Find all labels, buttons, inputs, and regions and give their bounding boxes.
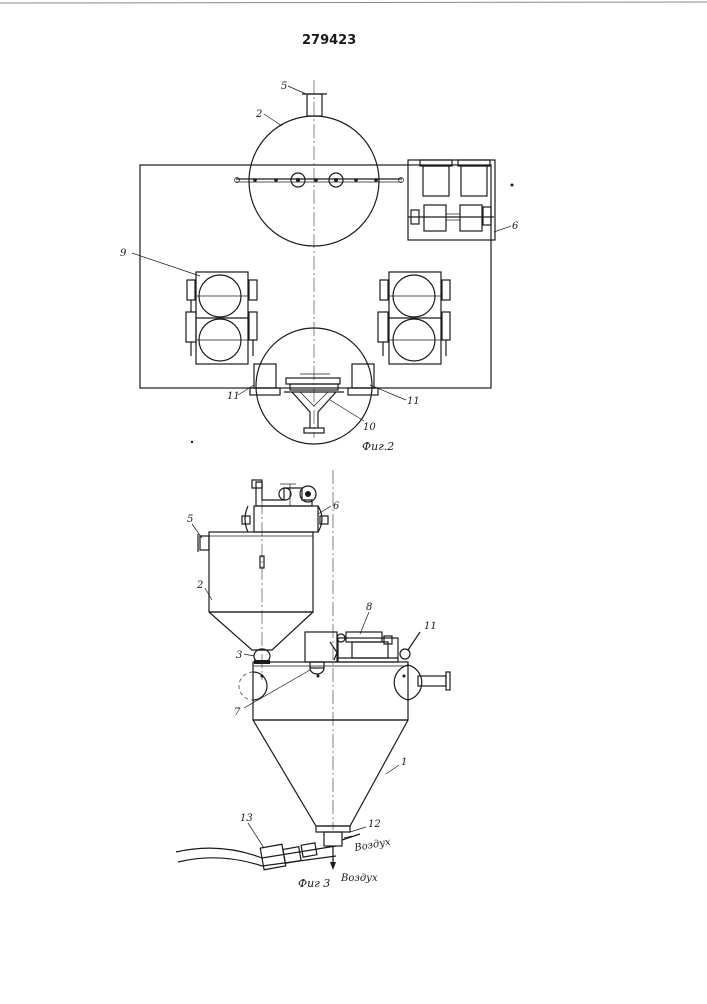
- filter-unit-right: [378, 272, 450, 364]
- shaft-bearing-left-dot: [296, 178, 300, 182]
- leader-5: [288, 86, 306, 94]
- air-label-upper: Воздух: [353, 837, 392, 854]
- label-11-right: 11: [407, 396, 420, 407]
- shaft-dot-5: [374, 178, 378, 182]
- fig3-leader-5: [192, 524, 202, 538]
- fig3-label-5: 5: [187, 514, 193, 525]
- fig3-label-6: 6: [333, 501, 340, 512]
- part-7-arc: [310, 668, 324, 674]
- transport-pipe-lower: [178, 856, 336, 866]
- fig3-label-11: 11: [424, 621, 437, 632]
- hopper-right-arc: [394, 665, 408, 700]
- shaft-dot-4: [354, 178, 358, 182]
- ink-speck: [511, 184, 514, 187]
- rivet-3: [403, 675, 406, 678]
- figure-3: 6 5 2 8 11 3 7 1 12 13 Воздух Воздух Фиг…: [176, 470, 450, 890]
- fig3-caption: Фиг 3: [298, 877, 330, 890]
- filter-unit-9: [186, 272, 257, 364]
- fig2-caption: Фиг.2: [362, 440, 394, 453]
- rivet-1: [261, 675, 264, 678]
- tank-2-body: [209, 532, 313, 612]
- feeder-12-body: [324, 832, 342, 846]
- ink-speck-2: [191, 441, 193, 443]
- leader-2: [264, 114, 282, 126]
- pipe-5: [307, 94, 322, 116]
- part-11: [400, 649, 410, 659]
- label-10: 10: [363, 422, 376, 433]
- side-box: [305, 632, 337, 662]
- shaft-dot-1: [253, 178, 257, 182]
- air-inlet-line: [342, 834, 360, 840]
- shaft-dot-3: [314, 178, 318, 182]
- fig3-label-3: 3: [236, 650, 242, 661]
- air-label-lower: Воздух: [340, 873, 378, 884]
- hopper-1-body: [253, 662, 408, 720]
- frame-outline: [140, 165, 491, 388]
- part-11-arm: [408, 632, 420, 650]
- unit-11-right-base: [348, 388, 378, 395]
- fig3-label-7: 7: [234, 707, 241, 718]
- label-11-left: 11: [227, 391, 240, 402]
- leader-9: [132, 253, 200, 276]
- part-7: [310, 662, 324, 668]
- fig3-pipe-5: [200, 536, 209, 550]
- fig3-label-1: 1: [401, 757, 407, 768]
- leader-11-right: [370, 385, 406, 400]
- shaft-dot-2: [274, 178, 278, 182]
- label-2: 2: [255, 109, 262, 120]
- hopper-right-arc-outer: [408, 665, 422, 700]
- shaft-bearing-right-dot: [334, 178, 338, 182]
- fig3-leader-3: [244, 654, 254, 656]
- scan-edge: [0, 2, 707, 3]
- figure-2: 5 2 6 9 11 11 10 Фиг.2: [120, 80, 519, 453]
- outlet-flange: [446, 672, 450, 690]
- fig3-label-12: 12: [368, 819, 381, 830]
- branch-pipe-10: [284, 374, 344, 433]
- fig3-label-8: 8: [366, 602, 372, 613]
- leader-6: [494, 226, 511, 232]
- fig3-label-2: 2: [196, 580, 203, 591]
- patent-number: 279423: [302, 33, 356, 48]
- hopper-1-cone: [253, 720, 408, 826]
- rivet-2: [317, 675, 320, 678]
- unit-11-left-base: [250, 388, 280, 395]
- label-6: 6: [512, 221, 519, 232]
- air-lower-arrow: [330, 862, 336, 870]
- fig3-leader-7: [244, 670, 310, 708]
- tank-2-cone: [209, 612, 313, 650]
- transport-pipe-upper: [176, 846, 336, 858]
- label-5: 5: [281, 81, 287, 92]
- fig3-leader-1: [386, 765, 399, 774]
- leader-11-left: [238, 385, 254, 395]
- mechanism-8: [330, 632, 398, 662]
- label-9: 9: [120, 248, 127, 259]
- leader-10: [330, 400, 364, 421]
- fig3-label-13: 13: [240, 813, 253, 824]
- fig3-leader-13: [248, 823, 264, 848]
- drive-assembly-6: [242, 480, 328, 532]
- hopper-left-arc-dash: [239, 672, 253, 700]
- drive-unit-6: [408, 160, 495, 240]
- ejector-13-nozzle: [283, 847, 301, 864]
- fig3-leader-8: [360, 612, 369, 634]
- fig3-leader-12: [350, 827, 366, 832]
